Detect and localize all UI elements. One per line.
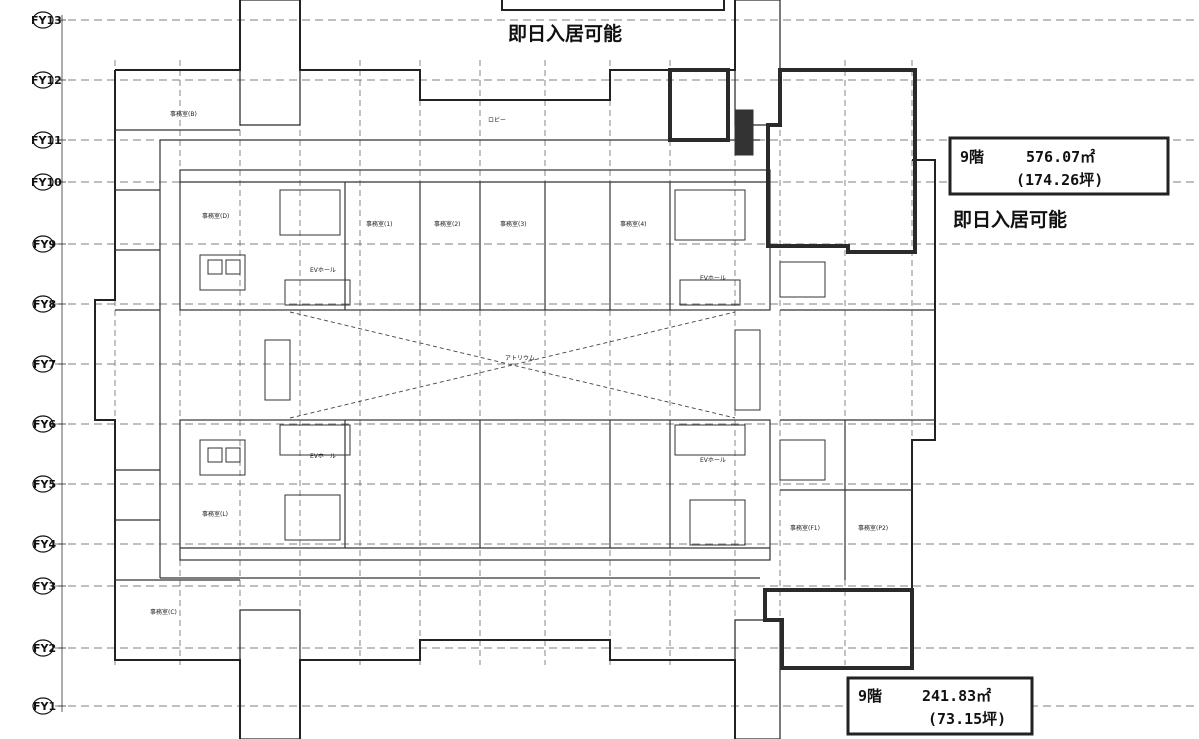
svg-text:事務室(4): 事務室(4) xyxy=(620,220,647,228)
svg-text:EVホール: EVホール xyxy=(310,453,336,460)
grid-label-fy10: FY10 xyxy=(31,173,62,191)
svg-text:事務室(B): 事務室(B) xyxy=(170,110,197,118)
area-callout-241: 9階 241.83㎡ (73.15坪) xyxy=(846,676,1034,736)
svg-text:FY1: FY1 xyxy=(33,700,56,713)
svg-text:事務室(P2): 事務室(P2) xyxy=(858,524,888,532)
svg-text:事務室(F1): 事務室(F1) xyxy=(790,524,820,532)
svg-text:FY6: FY6 xyxy=(33,418,56,431)
svg-text:(174.26坪): (174.26坪) xyxy=(1016,171,1103,189)
grid-label-fy4: FY4 xyxy=(32,535,56,553)
svg-text:アトリウム: アトリウム xyxy=(505,354,535,362)
building-walls xyxy=(94,0,936,739)
svg-text:事務室(L): 事務室(L) xyxy=(202,510,228,518)
svg-text:EVホール: EVホール xyxy=(700,457,726,464)
area-callout-576: 9階 576.07㎡ (174.26坪) xyxy=(948,136,1170,196)
svg-text:FY3: FY3 xyxy=(33,580,56,593)
grid-horizontal-lines xyxy=(55,19,1199,707)
svg-text:FY10: FY10 xyxy=(31,176,62,189)
svg-text:(73.15坪): (73.15坪) xyxy=(928,710,1006,728)
room-labels: 事務室(B) 事務室(D) 事務室(C) 事務室(1) 事務室(2) 事務室(3… xyxy=(150,110,888,616)
top-callout-box xyxy=(501,0,725,11)
svg-text:事務室(2): 事務室(2) xyxy=(434,220,461,228)
availability-note-top: 即日入居可能 xyxy=(508,22,622,45)
grid-vertical-lines xyxy=(114,0,913,739)
grid-label-fy11: FY11 xyxy=(31,131,62,149)
inner-structure xyxy=(115,129,935,581)
grid-label-fy13: FY13 xyxy=(31,11,62,29)
svg-text:EVホール: EVホール xyxy=(700,275,726,282)
atrium-void xyxy=(289,311,736,419)
svg-text:576.07㎡: 576.07㎡ xyxy=(1026,148,1095,166)
vacant-unit-576 xyxy=(668,68,730,142)
svg-text:ロビー: ロビー xyxy=(488,116,506,124)
svg-text:FY8: FY8 xyxy=(33,298,56,311)
vacant-unit-241 xyxy=(763,588,914,670)
grid-label-fy8: FY8 xyxy=(32,295,56,313)
grid-label-fy1: FY1 xyxy=(32,697,56,715)
svg-text:241.83㎡: 241.83㎡ xyxy=(922,687,991,705)
grid-label-fy3: FY3 xyxy=(32,577,56,595)
grid-labels: FY13 FY12 FY11 FY10 FY9 FY8 FY7 FY6 FY5 … xyxy=(31,11,62,715)
svg-text:EVホール: EVホール xyxy=(310,267,336,274)
svg-text:事務室(3): 事務室(3) xyxy=(500,220,527,228)
svg-text:FY7: FY7 xyxy=(33,358,56,371)
svg-text:FY12: FY12 xyxy=(31,74,62,87)
grid-label-fy5: FY5 xyxy=(32,475,56,493)
svg-text:FY4: FY4 xyxy=(33,538,56,551)
vacant-unit-576-main xyxy=(766,68,917,254)
svg-text:9階: 9階 xyxy=(858,687,882,705)
svg-text:9階: 9階 xyxy=(960,148,984,166)
svg-text:FY9: FY9 xyxy=(33,238,56,251)
dimension-line-left xyxy=(58,15,66,712)
svg-text:事務室(1): 事務室(1) xyxy=(366,220,393,228)
grid-label-fy2: FY2 xyxy=(32,639,56,657)
svg-text:FY13: FY13 xyxy=(31,14,62,27)
grid-label-fy9: FY9 xyxy=(32,235,56,253)
svg-text:事務室(D): 事務室(D) xyxy=(202,212,229,220)
svg-text:事務室(C): 事務室(C) xyxy=(150,608,177,616)
core-details xyxy=(199,109,826,546)
availability-note-right: 即日入居可能 xyxy=(953,208,1067,231)
svg-text:FY5: FY5 xyxy=(33,478,56,491)
grid-label-fy6: FY6 xyxy=(32,415,56,433)
svg-text:FY2: FY2 xyxy=(33,642,56,655)
grid-label-fy7: FY7 xyxy=(32,355,56,373)
svg-text:FY11: FY11 xyxy=(31,134,62,147)
grid-label-fy12: FY12 xyxy=(31,71,62,89)
vacant-unit-outlines xyxy=(668,68,917,670)
